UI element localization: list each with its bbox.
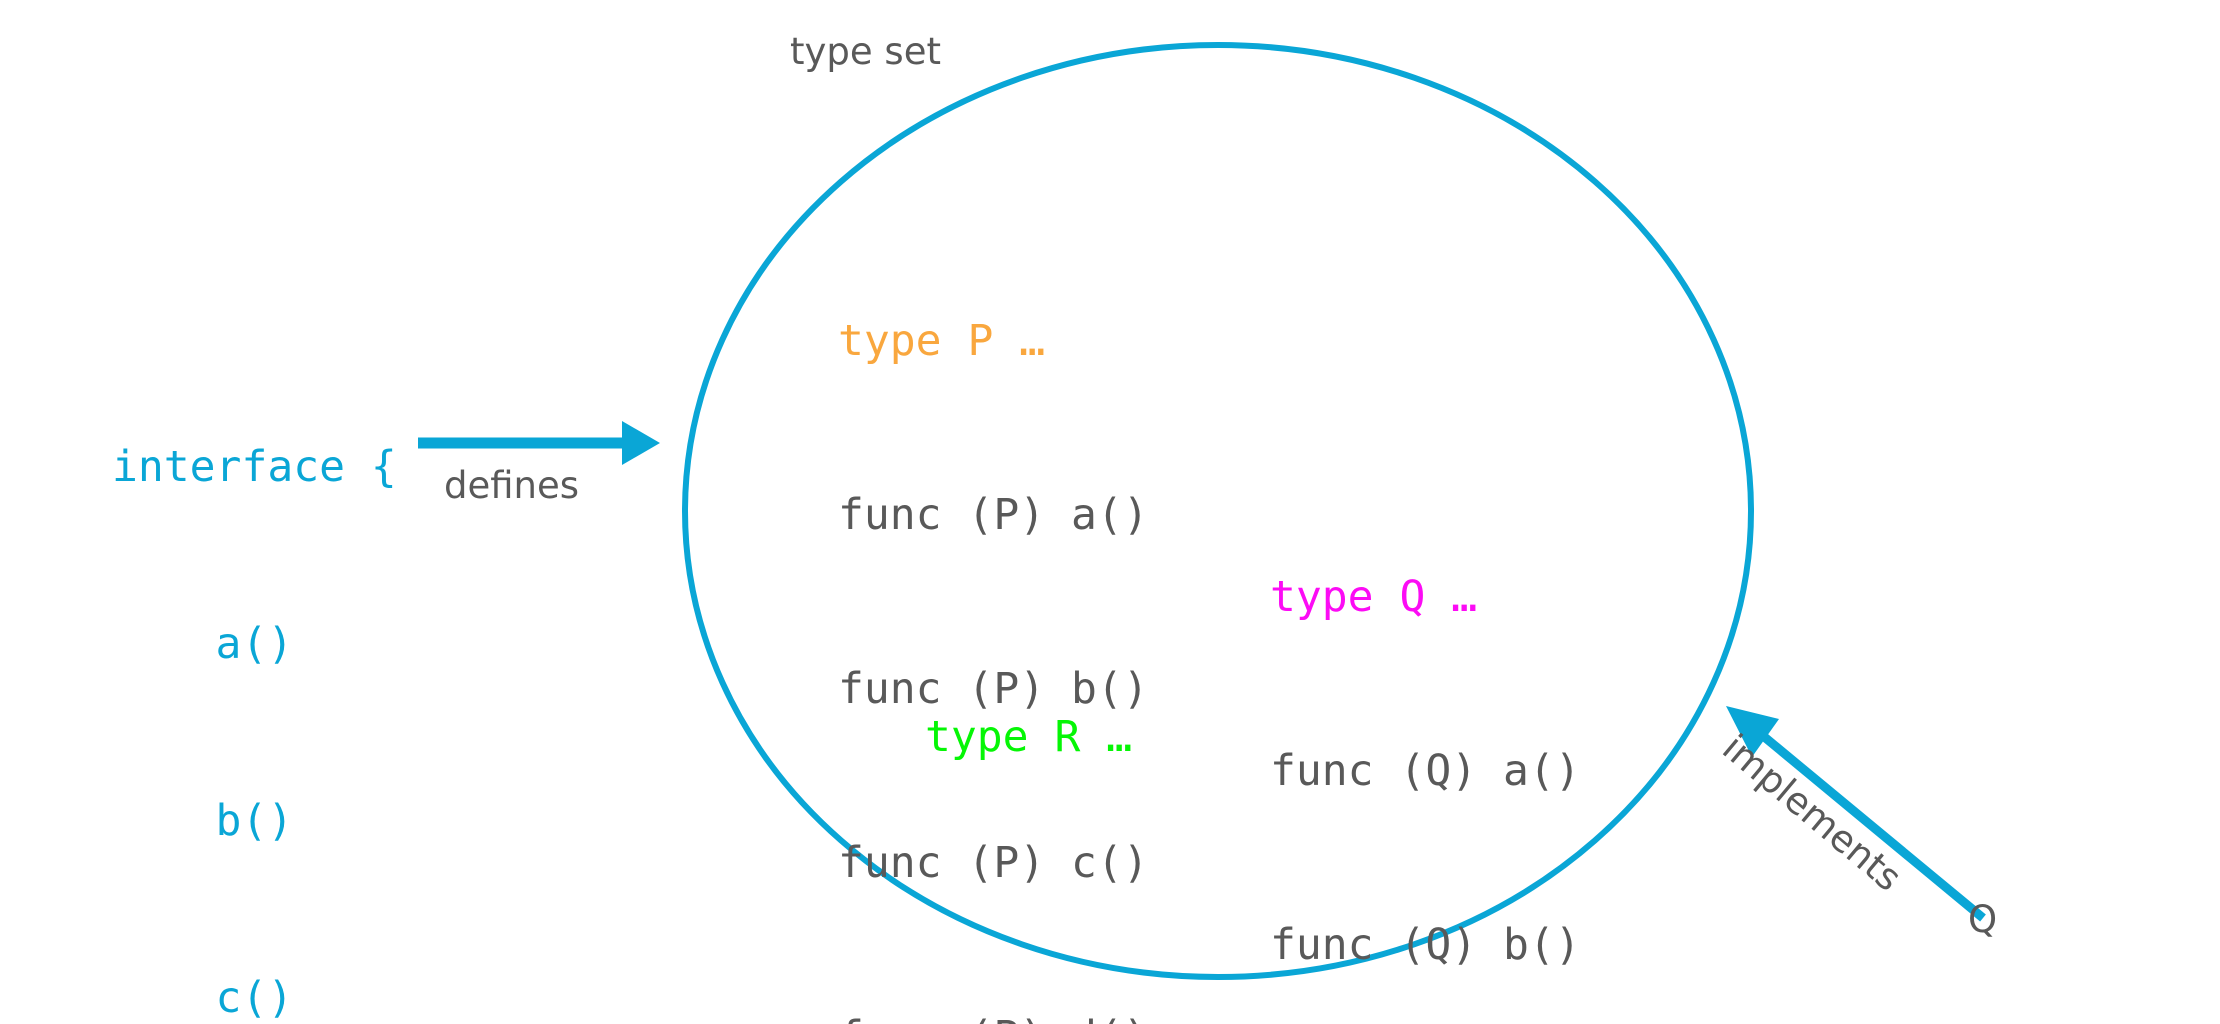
type-p-block: type P … func (P) a() func (P) b() func … <box>838 196 1149 1024</box>
type-r-header: type R … <box>925 712 1133 762</box>
defines-arrow <box>418 421 660 465</box>
interface-line-3: c() <box>112 973 294 1023</box>
type-q-method-0: func (Q) a() <box>1270 746 1581 796</box>
implements-source-label: Q <box>1968 898 1998 941</box>
type-q-header: type Q … <box>1270 572 1478 622</box>
interface-line-1: a() <box>112 619 294 669</box>
type-p-method-1: func (P) b() <box>838 664 1149 714</box>
type-set-label: type set <box>790 30 941 73</box>
implements-arrow-label: implements <box>1714 726 1910 900</box>
interface-line-2: b() <box>112 796 294 846</box>
defines-arrow-label: defines <box>444 464 580 507</box>
type-r-block: type R … <box>925 592 1132 882</box>
interface-declaration: interface { a() b() c() } <box>112 320 397 1024</box>
type-q-method-1: func (Q) b() <box>1270 920 1581 970</box>
interface-line-0: interface { <box>112 442 397 492</box>
implements-arrow <box>1726 706 1986 922</box>
type-p-method-2: func (P) c() <box>838 838 1149 888</box>
type-q-block: type Q … func (Q) a() func (Q) b() func … <box>1270 452 1581 1024</box>
type-p-method-0: func (P) a() <box>838 490 1149 540</box>
type-p-method-3: func (P) d() <box>838 1008 1149 1024</box>
type-p-header: type P … <box>838 316 1046 366</box>
